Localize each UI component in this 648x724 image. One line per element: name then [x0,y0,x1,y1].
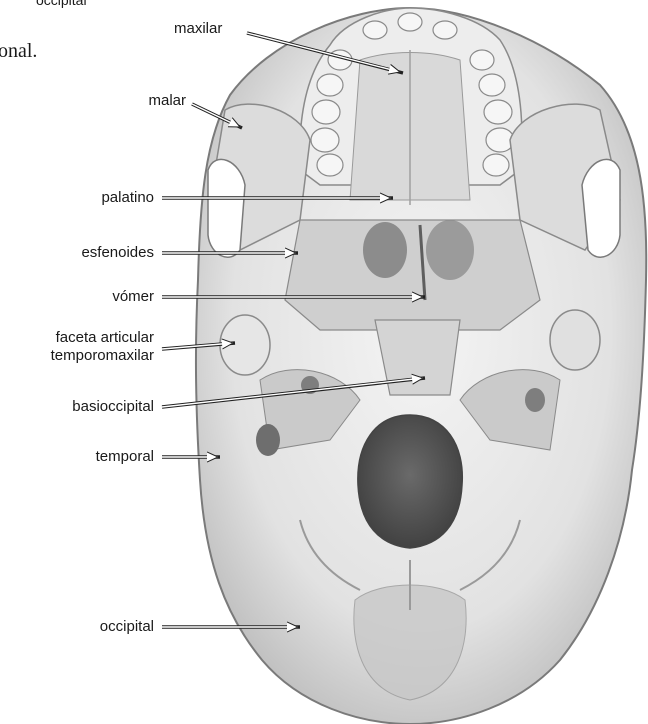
fragment-top-left: occipital [36,0,87,8]
fragment-serif-left: onal. [0,40,37,63]
label-occipital: occipital [40,618,154,636]
label-faceta-line1: faceta articular [0,329,154,347]
label-palatino: palatino [40,189,154,207]
label-malar: malar [108,92,186,110]
label-maxilar: maxilar [174,20,222,38]
label-esfenoides: esfenoides [40,244,154,262]
label-vomer: vómer [40,288,154,306]
label-temporal: temporal [40,448,154,466]
label-faceta-line2: temporomaxilar [0,347,154,365]
label-basioccipital: basioccipital [0,398,154,416]
